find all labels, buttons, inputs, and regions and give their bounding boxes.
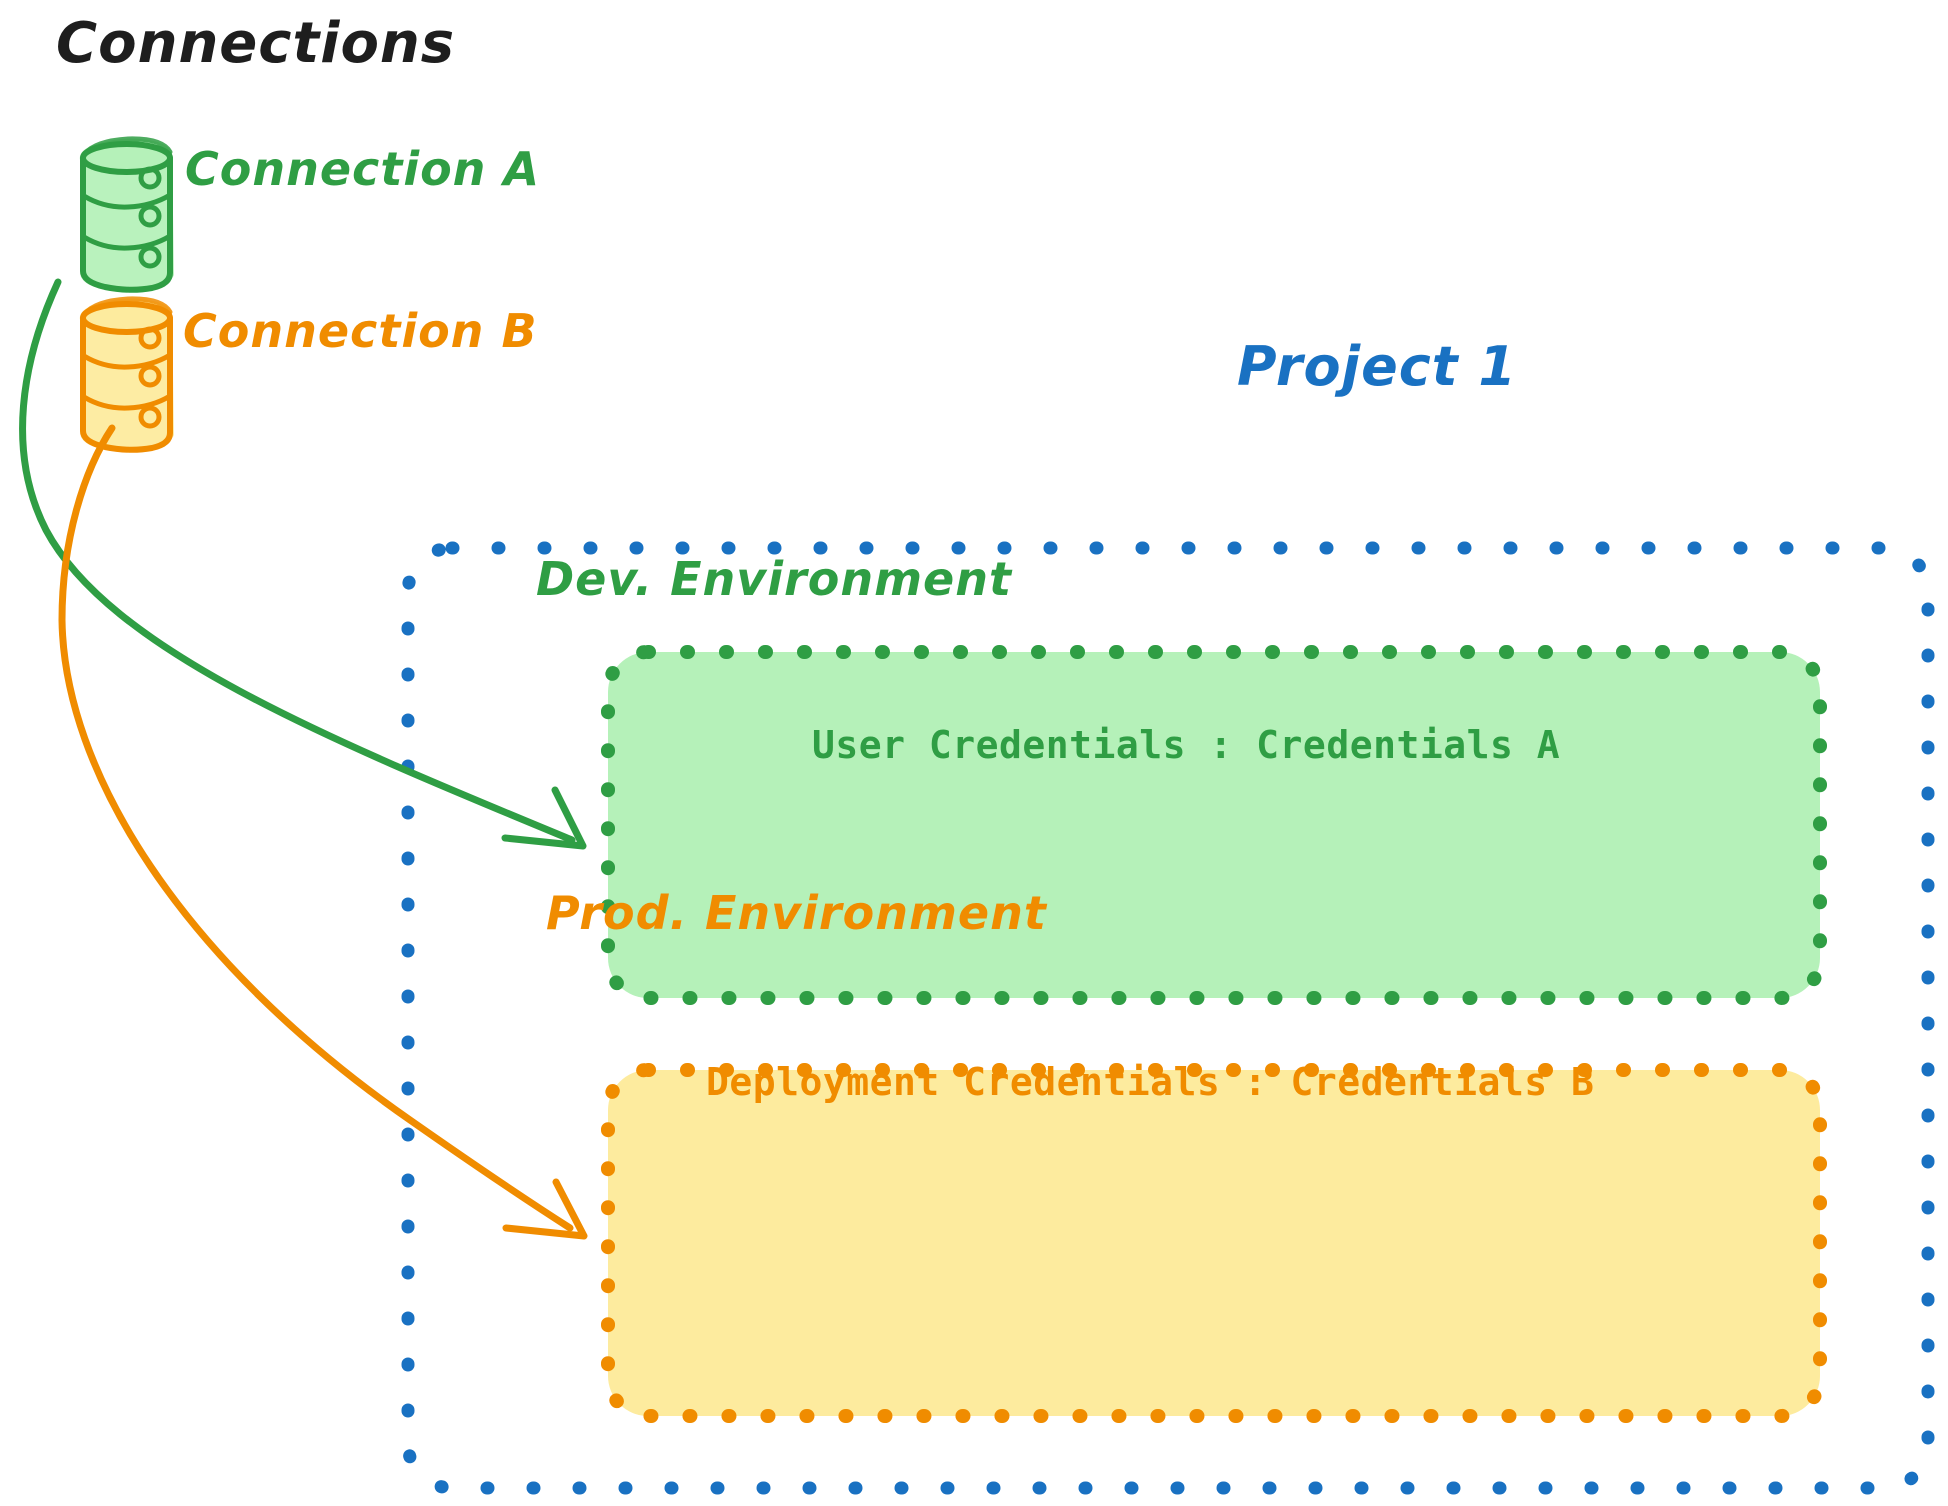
- project-border: [401, 541, 1935, 1495]
- prod-environment-credentials: Deployment Credentials : Credentials B: [706, 1060, 1595, 1104]
- dev-environment-credentials: User Credentials : Credentials A: [812, 723, 1561, 767]
- db-a-divider-1: [81, 192, 173, 210]
- arrow-connection-b-to-prod: [58, 424, 588, 1240]
- db-a-led-1: [138, 166, 162, 190]
- dev-environment-border: [601, 645, 1827, 1005]
- db-b-divider-2: [81, 393, 173, 411]
- arrow-connection-a-to-dev: [19, 278, 587, 850]
- prod-environment-region[interactable]: [608, 1070, 1822, 1418]
- arrow-orange-head: [502, 1178, 588, 1240]
- dev-environment-region[interactable]: [608, 652, 1822, 1000]
- prod-environment-box[interactable]: [601, 1063, 1827, 1423]
- project-container[interactable]: [401, 541, 1935, 1495]
- connection-a-icon-hit[interactable]: [70, 128, 180, 238]
- arrow-green-path: [19, 278, 576, 844]
- db-a-body-fill: [79, 138, 174, 291]
- page-title: Connections: [56, 11, 456, 76]
- db-a-top: [80, 141, 173, 175]
- db-a-led-3: [138, 245, 162, 269]
- dev-environment-title: Dev. Environment: [536, 552, 1012, 606]
- prod-environment-border: [601, 1063, 1827, 1423]
- db-a-divider-2: [81, 233, 173, 251]
- database-icon-connection-b[interactable]: [79, 296, 174, 453]
- connection-b-label[interactable]: Connection B: [183, 304, 538, 358]
- arrow-green-head: [501, 786, 587, 850]
- db-b-body-fill: [79, 298, 174, 451]
- prod-environment-title: Prod. Environment: [546, 886, 1047, 940]
- db-b-divider-1: [81, 352, 173, 370]
- db-b-led-1: [138, 326, 162, 350]
- db-b-led-3: [138, 405, 162, 429]
- db-b-outline: [80, 315, 173, 453]
- db-b-top: [80, 301, 173, 335]
- connection-a-label[interactable]: Connection A: [185, 142, 541, 196]
- db-b-top-sketch: [82, 296, 173, 317]
- dev-environment-fill: [608, 652, 1820, 998]
- db-a-led-2: [138, 204, 162, 228]
- prod-environment-fill: [608, 1070, 1820, 1416]
- db-a-outline: [80, 155, 173, 293]
- arrow-orange-path: [58, 424, 574, 1232]
- database-icon-connection-a[interactable]: [79, 136, 174, 293]
- dev-environment-box[interactable]: [601, 645, 1827, 1005]
- db-b-led-2: [138, 364, 162, 388]
- connection-b-icon-hit[interactable]: [70, 288, 180, 398]
- project-title: Project 1: [1237, 335, 1517, 398]
- db-a-top-sketch: [82, 136, 173, 157]
